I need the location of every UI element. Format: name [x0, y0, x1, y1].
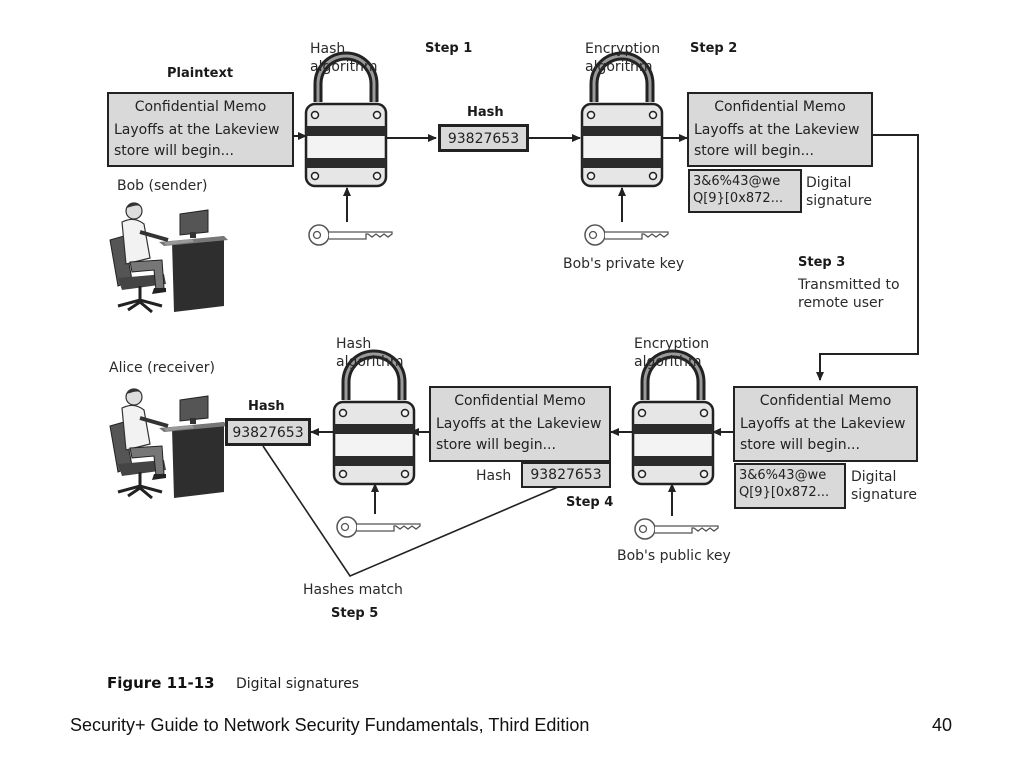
memo-title: Confidential Memo [759, 393, 892, 409]
hash-label: Hash [248, 399, 285, 414]
private-key-label: Bob's private key [563, 256, 685, 272]
step-4-label: Step 4 [566, 495, 614, 510]
memo-body: Layoffs at the Lakeview store will begin… [114, 122, 280, 159]
encryption-algorithm-label: Encryption algorithm [634, 336, 710, 370]
step-3-label: Step 3 [798, 255, 846, 270]
memo-body: Layoffs at the Lakeview store will begin… [436, 416, 602, 453]
encryption-algorithm-label: Encryption algorithm [585, 41, 661, 75]
receiver-label: Alice (receiver) [109, 360, 215, 376]
plaintext-memo: Confidential Memo Layoffs at the Lakevie… [107, 92, 294, 167]
decrypted-hash-label: Hash [476, 468, 512, 484]
hashes-match-label: Hashes match [303, 582, 403, 598]
decrypted-hash-box: 93827653 [521, 462, 611, 488]
memo-title: Confidential Memo [454, 393, 586, 409]
transmitted-label: Transmitted to remote user [798, 277, 900, 311]
computed-hash-box: 93827653 [225, 418, 311, 446]
memo-title: Confidential Memo [714, 99, 846, 115]
memo-title: Confidential Memo [134, 99, 267, 115]
digital-signature-box: 3&6%43@we Q[9}[0x872... [688, 169, 802, 213]
step-1-label: Step 1 [425, 41, 473, 56]
figure-number: Figure 11-13 [107, 674, 215, 692]
page-number: 40 [932, 715, 953, 735]
person-at-computer-icon [108, 386, 230, 500]
step-5-label: Step 5 [331, 606, 379, 621]
signed-memo: Confidential Memo Layoffs at the Lakevie… [687, 92, 873, 167]
digital-signature-label: Digital signature [851, 469, 917, 503]
figure-title: Digital signatures [236, 676, 360, 692]
memo-body: Layoffs at the Lakeview store will begin… [694, 122, 860, 159]
plaintext-label: Plaintext [167, 66, 234, 81]
decrypted-memo: Confidential Memo Layoffs at the Lakevie… [429, 386, 611, 462]
public-key-label: Bob's public key [617, 548, 731, 564]
memo-body: Layoffs at the Lakeview store will begin… [740, 416, 906, 453]
hash-algorithm-label: Hash algorithm [310, 41, 378, 75]
person-at-computer-icon [108, 200, 230, 314]
transmit-path [816, 134, 919, 381]
step-2-label: Step 2 [690, 41, 738, 56]
book-title: Security+ Guide to Network Security Fund… [70, 715, 590, 735]
hashes-match-lines [262, 445, 559, 577]
received-memo: Confidential Memo Layoffs at the Lakevie… [733, 386, 918, 462]
received-signature-box: 3&6%43@we Q[9}[0x872... [734, 463, 846, 509]
sender-label: Bob (sender) [117, 178, 208, 194]
digital-signature-label: Digital signature [806, 175, 872, 209]
hash-value-box: 93827653 [438, 124, 529, 152]
hash-algorithm-label: Hash algorithm [336, 336, 404, 370]
hash-label: Hash [467, 105, 504, 120]
